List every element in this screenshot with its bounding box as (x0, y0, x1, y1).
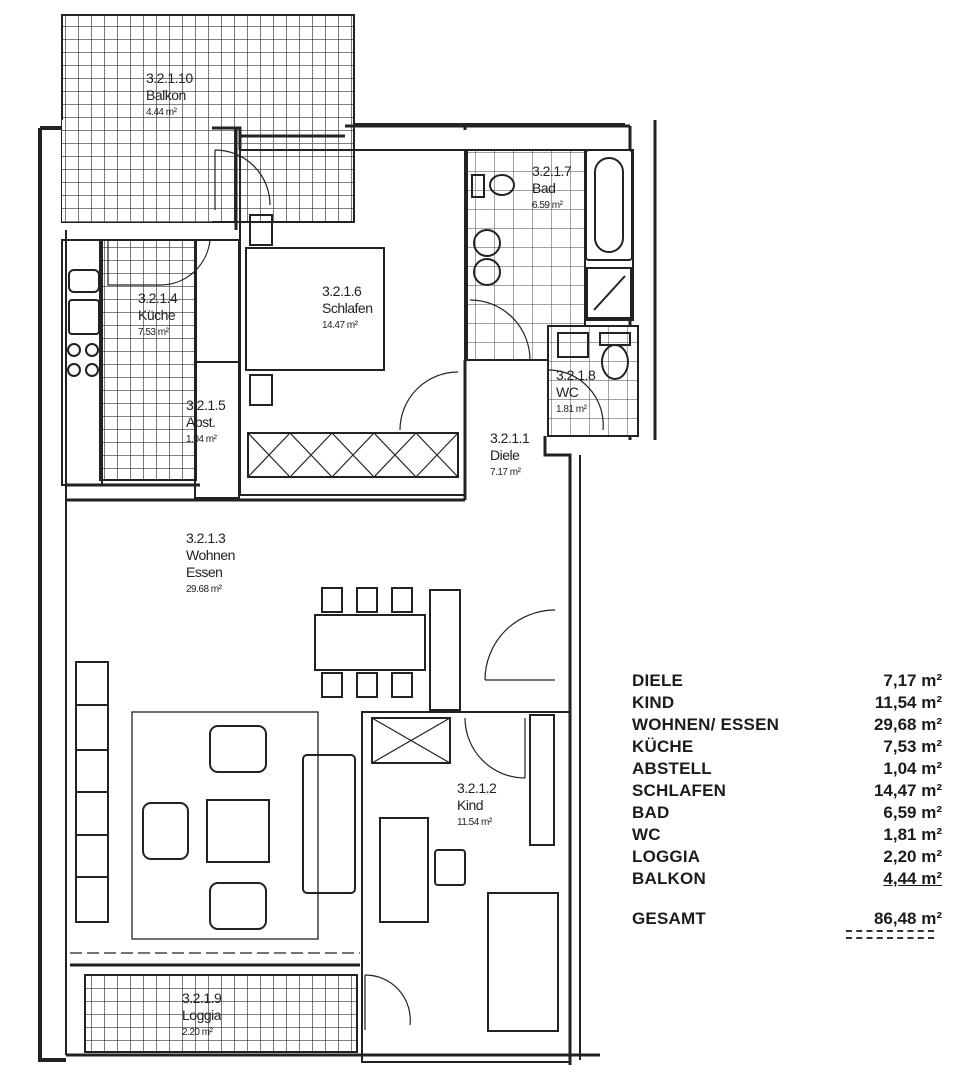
wohnen-area (66, 483, 465, 502)
room-area: 4.44 m² (146, 107, 177, 118)
room-id: 3.2.1.7 (532, 163, 572, 179)
room-id: 3.2.1.6 (322, 283, 362, 299)
loggia-area (84, 974, 358, 1053)
room-name: Küche (138, 307, 176, 323)
room-name-2: Essen (186, 564, 223, 580)
room-label-abstell: 3.2.1.5 Abst. 1.04 m² (186, 397, 226, 448)
room-name: Kind (457, 797, 484, 813)
room-id: 3.2.1.9 (182, 990, 222, 1006)
room-name: Bad (532, 180, 556, 196)
room-area: 7.53 m² (138, 327, 169, 338)
room-area: 7.17 m² (490, 467, 521, 478)
room-area: 11.54 m² (457, 817, 492, 828)
kueche-area (99, 239, 197, 481)
kind-area (361, 711, 571, 1063)
room-id: 3.2.1.5 (186, 397, 226, 413)
room-label-schlafen: 3.2.1.6 Schlafen 14.47 m² (322, 283, 373, 334)
room-id: 3.2.1.8 (556, 367, 596, 383)
room-area: 14.47 m² (322, 320, 358, 331)
room-name: Wohnen (186, 547, 235, 563)
room-name: Loggia (182, 1007, 222, 1023)
room-name: Abst. (186, 414, 216, 430)
room-area: 2.20 m² (182, 1027, 213, 1038)
room-label-bad: 3.2.1.7 Bad 6.59 m² (532, 163, 572, 214)
room-area: 1.04 m² (186, 434, 217, 445)
room-label-diele: 3.2.1.1 Diele 7.17 m² (490, 430, 530, 481)
abstell-area (194, 239, 240, 499)
room-id: 3.2.1.10 (146, 70, 193, 86)
room-id: 3.2.1.1 (490, 430, 530, 446)
room-label-wc: 3.2.1.8 WC 1.81 m² (556, 367, 596, 418)
room-name: WC (556, 384, 579, 400)
room-area: 1.81 m² (556, 404, 587, 415)
room-name: Schlafen (322, 300, 373, 316)
room-label-wohnen-essen: 3.2.1.3 Wohnen Essen 29.68 m² (186, 530, 235, 598)
room-id: 3.2.1.3 (186, 530, 226, 546)
room-label-kind: 3.2.1.2 Kind 11.54 m² (457, 780, 497, 831)
schlafen-area (239, 149, 466, 496)
room-label-balkon: 3.2.1.10 Balkon 4.44 m² (146, 70, 193, 121)
room-label-kueche: 3.2.1.4 Küche 7.53 m² (138, 290, 178, 341)
double-underline (846, 930, 934, 939)
room-area: 6.59 m² (532, 200, 563, 211)
room-label-loggia: 3.2.1.9 Loggia 2.20 m² (182, 990, 222, 1041)
room-name: Diele (490, 447, 520, 463)
room-name: Balkon (146, 87, 186, 103)
room-id: 3.2.1.2 (457, 780, 497, 796)
room-id: 3.2.1.4 (138, 290, 178, 306)
room-area: 29.68 m² (186, 584, 222, 595)
